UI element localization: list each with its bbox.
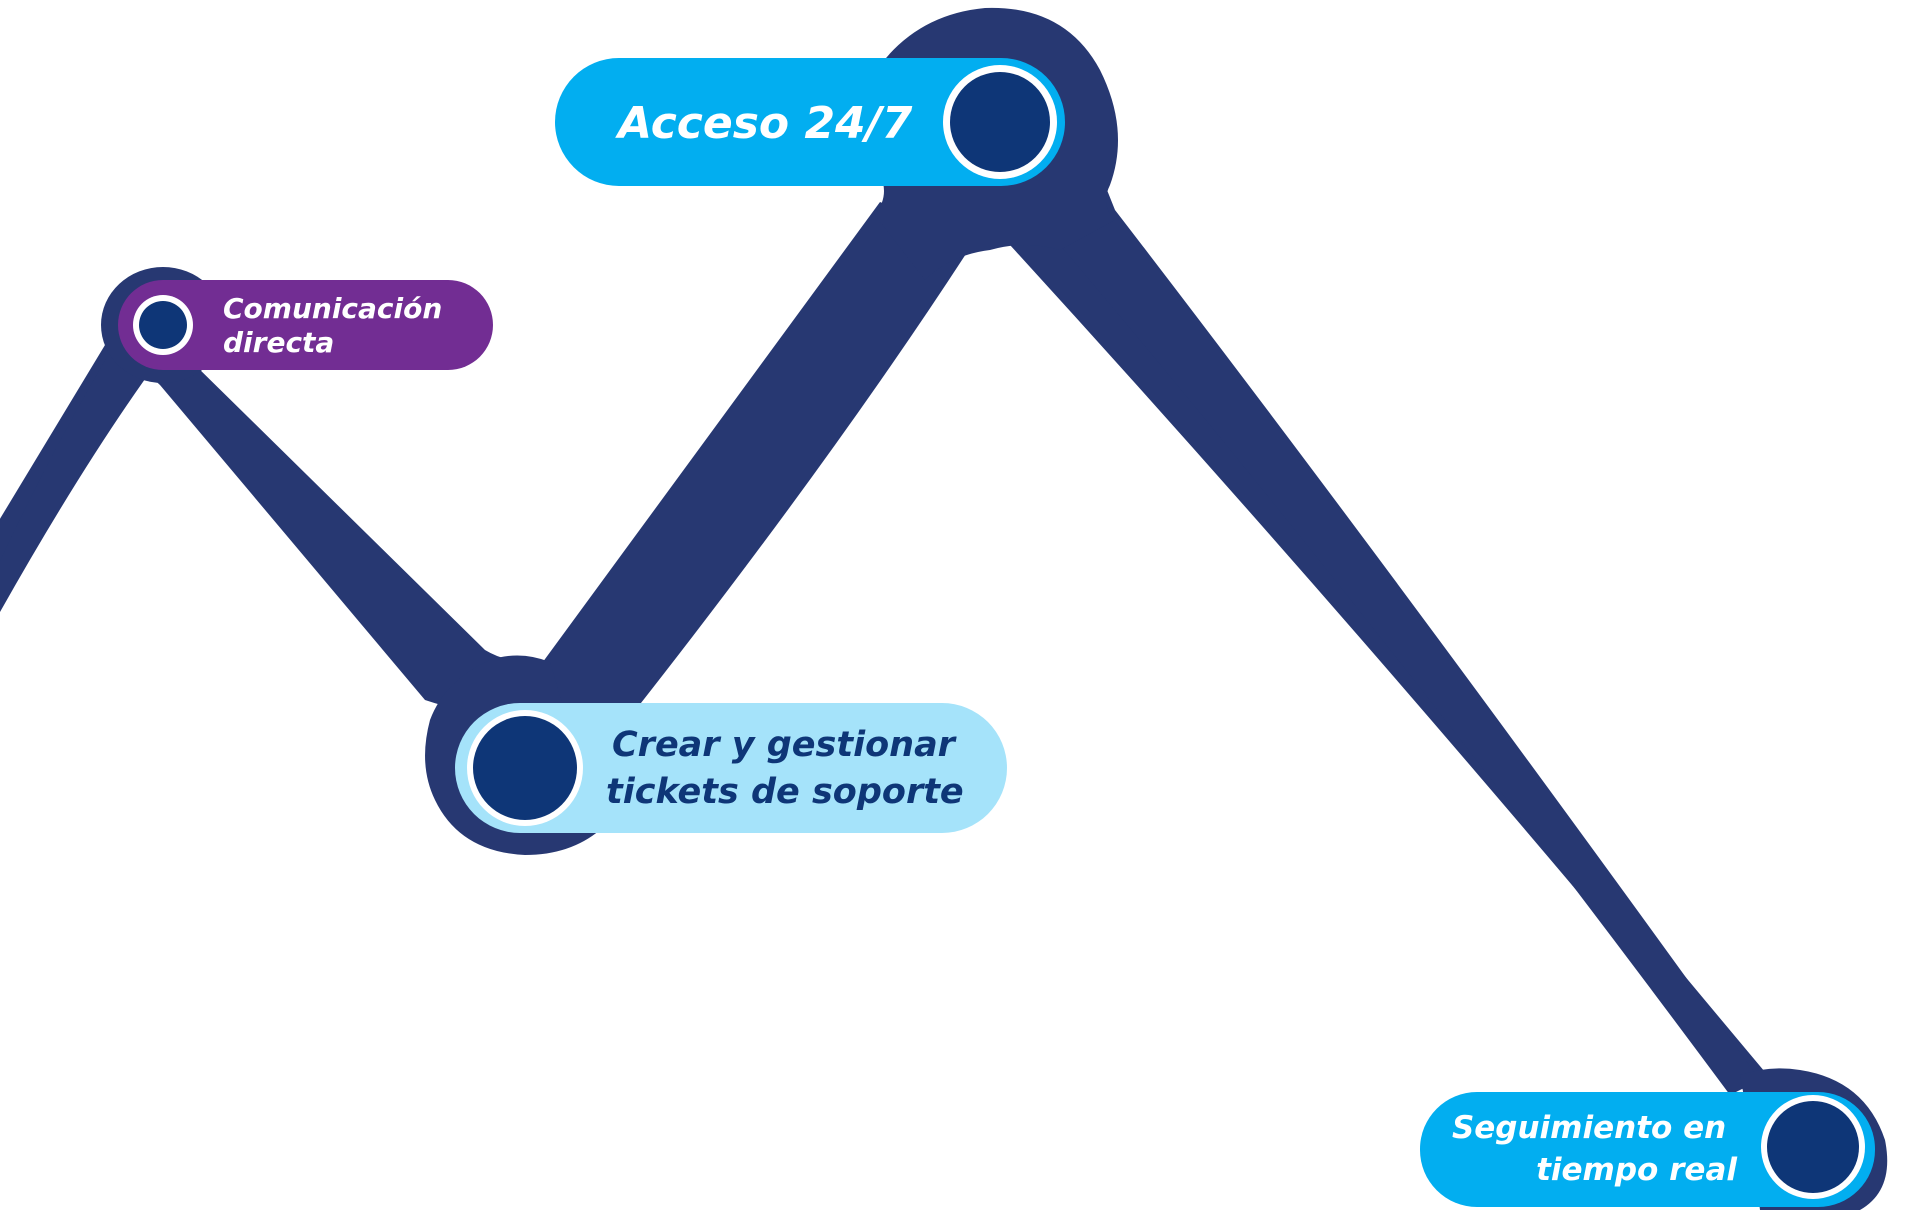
node-comunicacion-pill [118,280,493,370]
node-comunicacion-dot [139,301,187,349]
node-comunicacion-line-2: directa [223,326,334,359]
svg-text:Acceso 24/7: Acceso 24/7 [615,98,913,149]
node-comunicacion-line-1: Comunicación [223,292,442,325]
path-segment-start-glow [0,352,150,612]
node-seguimiento-line-1: Seguimiento en [1452,1110,1726,1146]
node-acceso-pill [555,58,1065,186]
node-acceso-dot [950,72,1050,172]
node-tickets[interactable]: Crear y gestionar tickets de soporte [455,703,1007,833]
path-segment-1-3 [148,352,540,720]
path-segment-2-4-top [1060,185,1760,1095]
node-acceso[interactable]: Acceso 24/7 [555,58,1065,186]
node-tickets-line-1: Crear y gestionar [612,725,958,765]
svg-text:Seguimiento en tiempo re: Seguimiento en tiempo real [1452,1110,1737,1188]
node-acceso-line-1: Acceso 24/7 [615,98,913,149]
svg-text:Comunicación directa: Comunicación directa [223,292,452,359]
node-seguimiento-dot [1767,1101,1859,1193]
node-seguimiento-line-2: tiempo real [1536,1152,1737,1188]
node-tickets-pill [455,703,1007,833]
node-seguimiento-pill [1420,1092,1875,1207]
zigzag-path [0,185,1780,1110]
svg-text:Crear y gestionar ticket: Crear y gestionar tickets de soporte [606,725,967,812]
path-segment-3-2 [515,202,975,780]
node-seguimiento[interactable]: Seguimiento en tiempo real [1420,1092,1875,1207]
node-comunicacion[interactable]: Comunicación directa [118,280,493,370]
node-tickets-line-2: tickets de soporte [606,772,964,812]
node-tickets-dot [473,716,577,820]
